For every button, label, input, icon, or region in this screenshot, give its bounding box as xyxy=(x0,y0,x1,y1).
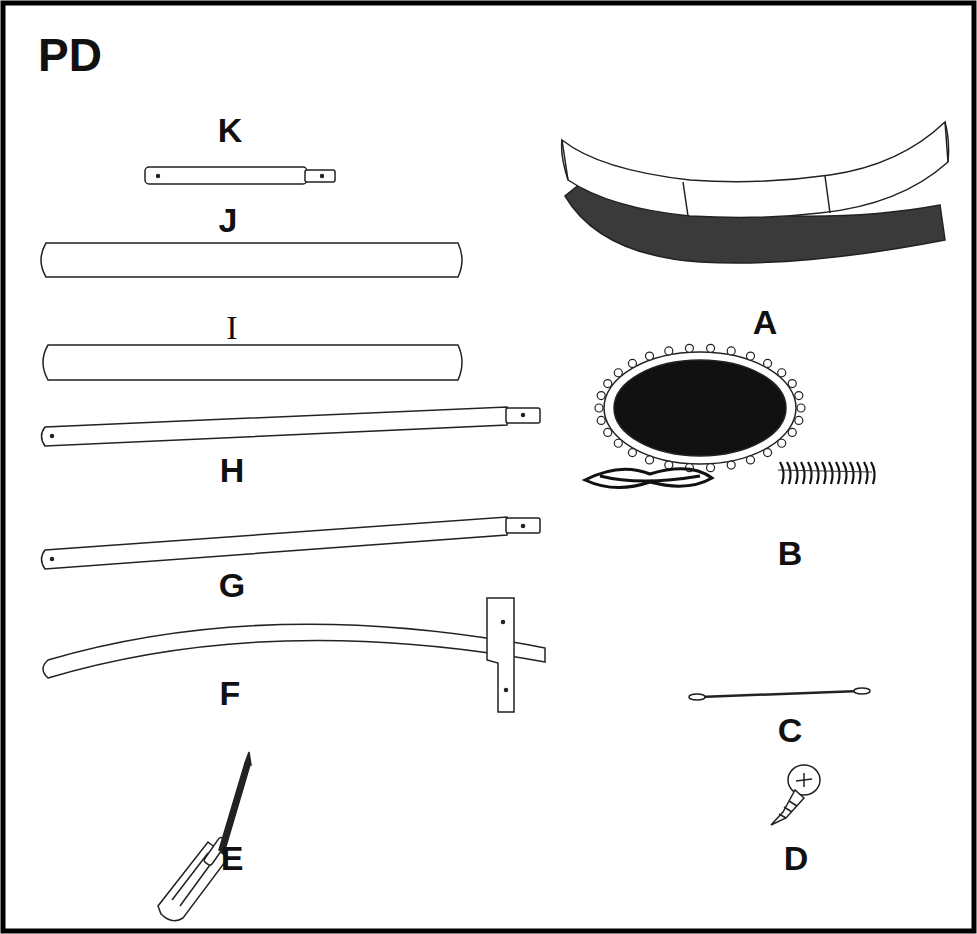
part-letter: J xyxy=(219,203,238,237)
mat-ring xyxy=(614,439,622,447)
part-letter: B xyxy=(778,536,803,570)
mat-ring xyxy=(614,369,622,377)
mat-ring xyxy=(597,392,605,400)
mat-ring xyxy=(764,359,772,367)
spring-hook-tool xyxy=(689,688,870,700)
long-tube xyxy=(43,345,462,380)
spring-axis xyxy=(778,470,872,472)
spring-coil xyxy=(836,462,840,484)
spring-coil xyxy=(787,462,791,484)
part-letter: I xyxy=(226,311,237,345)
spring-coil xyxy=(850,462,854,484)
mat-ring xyxy=(795,392,803,400)
mat-ring xyxy=(764,449,772,457)
lacing-rope xyxy=(585,469,712,488)
spring-coil xyxy=(794,462,798,484)
mat-ring xyxy=(595,404,603,412)
spring-coil xyxy=(780,462,784,484)
part-letter: D xyxy=(784,841,809,875)
spring xyxy=(778,462,875,484)
mat-ring xyxy=(628,359,636,367)
mat-ring xyxy=(727,347,735,355)
mat-ring xyxy=(795,416,803,424)
mat-ring xyxy=(747,456,755,464)
part-letter: A xyxy=(753,305,778,339)
spring-coil xyxy=(871,462,875,484)
mat-ring xyxy=(628,449,636,457)
spring-coil xyxy=(808,462,812,484)
mat-ring xyxy=(665,461,673,469)
mat-ring xyxy=(788,380,796,388)
mat-ring xyxy=(788,428,796,436)
short-rod xyxy=(145,167,335,184)
mat-ring xyxy=(778,369,786,377)
mat-ring xyxy=(604,380,612,388)
spring-coil xyxy=(815,462,819,484)
part-letter: K xyxy=(218,113,243,147)
mat-ring xyxy=(665,347,673,355)
screwdriver xyxy=(158,752,251,921)
part-letter: E xyxy=(221,841,244,875)
mat-ring xyxy=(778,439,786,447)
spring-coil xyxy=(822,462,826,484)
mat-ring xyxy=(707,344,715,352)
mat-ring xyxy=(597,416,605,424)
spring-coil xyxy=(864,462,868,484)
mat-ring xyxy=(707,464,715,472)
jumping-mat xyxy=(595,344,805,471)
spring-coil xyxy=(857,462,861,484)
part-letter: F xyxy=(220,676,241,710)
mat-ring xyxy=(646,352,654,360)
part-letter: C xyxy=(778,713,803,747)
spring-coil xyxy=(829,462,833,484)
mat-ring xyxy=(685,344,693,352)
mat-ring xyxy=(747,352,755,360)
spring-coil xyxy=(801,462,805,484)
mat-ring xyxy=(604,428,612,436)
screw xyxy=(771,765,820,825)
curved-frame-t-joint xyxy=(43,598,545,712)
part-letter: G xyxy=(219,568,245,602)
upright-pole xyxy=(42,407,541,446)
spring-coil xyxy=(843,462,847,484)
part-letter: H xyxy=(220,453,245,487)
mat-ring xyxy=(797,404,805,412)
diagram-title: PD xyxy=(38,32,102,78)
mat-ring xyxy=(727,461,735,469)
mat-ring xyxy=(646,456,654,464)
upright-pole xyxy=(42,517,541,569)
frame-border xyxy=(3,3,974,931)
long-tube xyxy=(41,243,462,277)
safety-pad xyxy=(562,122,949,263)
